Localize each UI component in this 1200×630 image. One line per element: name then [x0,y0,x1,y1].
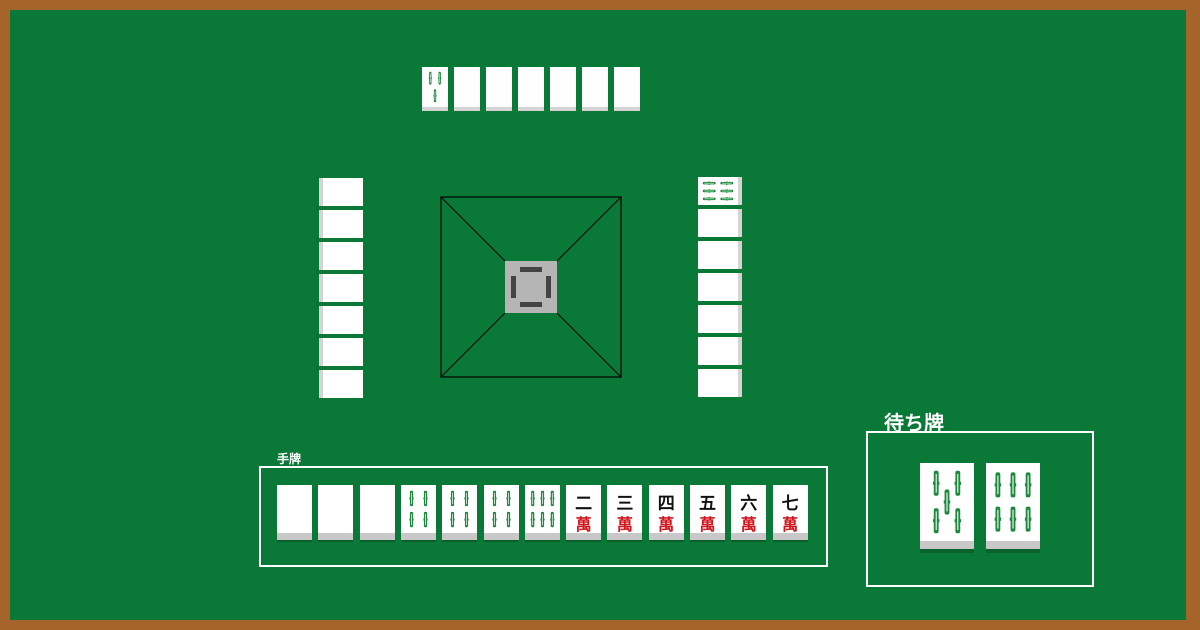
center-dice-area [440,196,622,378]
left-discard-tile [319,210,363,238]
tile-numeral: 三 [616,494,634,514]
hand-tile[interactable] [524,485,560,540]
hand-tile[interactable]: 二萬 [566,485,602,540]
right-discard-tile [698,337,742,365]
bamboo-6-icon [530,490,555,528]
hand-tile[interactable]: 四萬 [648,485,684,540]
hand-tile[interactable] [277,485,312,540]
left-discard-tile [319,370,363,398]
hand-tile[interactable] [483,485,519,540]
top-discard-tile [582,67,608,111]
tile-numeral: 四 [657,494,675,514]
left-discard-tile [319,338,363,366]
right-discard-tile [698,305,742,333]
left-discard-tile [319,178,363,206]
top-discard-tile [486,67,512,111]
tile-numeral: 二 [575,494,593,514]
bamboo-4-icon [450,490,469,528]
hand-tile[interactable] [400,485,436,540]
tile-numeral: 六 [740,494,758,514]
bamboo-6-icon [702,181,734,201]
bamboo-4-icon [491,490,511,528]
hand-tile[interactable]: 六萬 [731,485,767,540]
tile-suit-character: 萬 [658,515,675,534]
top-discard-tile [422,67,448,111]
top-discard-tile [454,67,480,111]
hand-tile[interactable] [359,485,395,540]
waiting-tile [986,463,1040,549]
waiting-tile [920,463,974,549]
tile-numeral: 五 [699,494,716,514]
top-discard-tile [518,67,544,111]
hand-tile[interactable] [318,485,354,540]
left-discard-tile [319,242,363,270]
hand-tile[interactable]: 七萬 [772,485,808,540]
mahjong-table: 手牌 待ち牌 二萬三萬四萬五萬六萬七萬 [10,10,1186,620]
right-discard-tile [698,241,742,269]
right-discard-tile [698,177,742,205]
tile-suit-character: 萬 [740,515,757,534]
hand-frame [259,466,828,567]
hand-tile[interactable] [442,485,478,540]
bamboo-5-icon [932,470,962,534]
right-discard-tile [698,273,742,301]
right-discard-tile [698,209,742,237]
hand-tile[interactable]: 三萬 [607,485,643,540]
hand-label: 手牌 [277,452,302,466]
top-discard-tile [550,67,576,111]
hand-tile[interactable]: 五萬 [690,485,725,540]
tile-suit-character: 萬 [616,515,633,534]
bamboo-3-icon [428,71,442,103]
right-discard-tile [698,369,742,397]
bamboo-4-icon [409,490,428,528]
tile-numeral: 七 [781,494,799,514]
tile-suit-character: 萬 [575,515,592,534]
tile-suit-character: 萬 [782,515,799,534]
waiting-tiles-frame [866,431,1094,587]
tile-suit-character: 萬 [699,515,716,534]
bamboo-6-icon [994,472,1032,532]
left-discard-tile [319,306,363,334]
top-discard-tile [614,67,640,111]
left-discard-tile [319,274,363,302]
